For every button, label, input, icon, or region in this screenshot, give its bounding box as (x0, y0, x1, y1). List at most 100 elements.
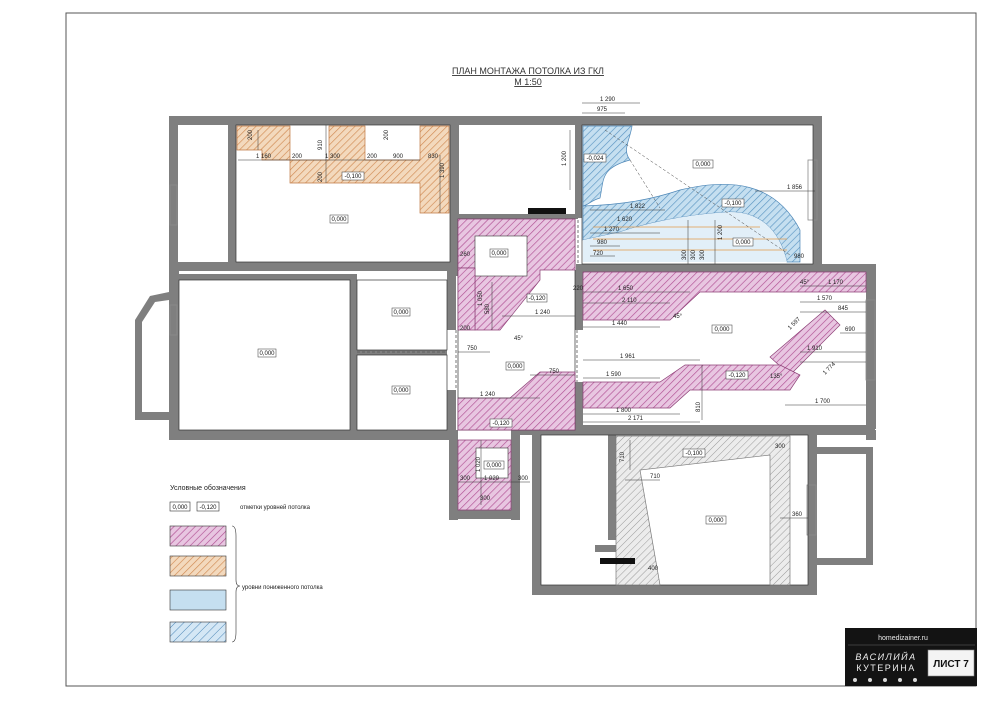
magenta-zone-diagonal-top (582, 271, 867, 321)
dim-1050: 1 050 (478, 290, 484, 306)
dim-1220: 1 200 (562, 150, 568, 166)
dim-1170: 1 170 (828, 280, 844, 286)
dim-380: 300 (775, 444, 786, 450)
level-blue-arc: -0,100 (724, 201, 742, 207)
dim-1020-b: 1 020 (484, 476, 500, 482)
dim-200-a: 200 (248, 129, 254, 140)
construction-lines (604, 129, 791, 256)
dim-1440: 1 440 (612, 321, 628, 327)
dim-975: 975 (597, 107, 608, 113)
dim-200-c: 200 (367, 154, 378, 160)
magenta-zone-entry (457, 371, 576, 431)
dim-1300: 1 300 (325, 154, 341, 160)
legend-level-zero: 0,000 (172, 505, 188, 511)
dimension-lines (238, 102, 866, 519)
level-bedroom-bottom: 0,000 (708, 518, 724, 524)
drawing-title: ПЛАН МОНТАЖА ПОТОЛКА ИЗ ГКЛ (452, 66, 604, 76)
blue-corner-zone (582, 125, 633, 207)
dim-300-c: 300 (700, 249, 706, 260)
dimension-labels: 1 290 975 200 910 1 160 200 1 300 200 90… (248, 97, 856, 572)
title-stamp: homedizainer.ru ВАСИЛИЙА КУТЕРИНА ЛИСТ 7 (845, 628, 977, 686)
dim-980-a: 980 (597, 240, 608, 246)
level-living-big: 0,000 (714, 327, 730, 333)
dim-750-a: 750 (467, 346, 478, 352)
level-kitchen: 0,000 (695, 162, 711, 168)
dim-1240-b: 1 240 (480, 392, 496, 398)
dim-810: 810 (696, 401, 702, 412)
dim-580: 580 (485, 303, 491, 314)
dim-1020-a: 1 020 (476, 456, 482, 472)
dim-1961: 1 961 (620, 354, 636, 360)
dim-360: 360 (792, 512, 803, 518)
legend-level-marks-label: отметки уровней потолка (240, 504, 311, 511)
legend-swatch-magenta (169, 525, 227, 547)
door-blocks (528, 208, 635, 564)
dim-200-d: 200 (384, 129, 390, 140)
plain-inner-box (474, 235, 528, 277)
dim-1700: 1 700 (815, 399, 831, 405)
dim-900: 900 (393, 154, 404, 160)
gray-ceiling-zone (615, 435, 791, 586)
windows (169, 159, 876, 536)
dim-690: 690 (845, 327, 856, 333)
legend-swatch-blue (169, 589, 227, 611)
stamp-website: homedizainer.ru (878, 635, 928, 642)
dim-200-e: 200 (318, 171, 324, 182)
dim-845: 845 (838, 306, 849, 312)
dim-300-b: 300 (691, 249, 697, 260)
dim-260: 260 (460, 252, 471, 258)
level-room-mid-bottom: 0,000 (393, 388, 409, 394)
stamp-ornament (853, 678, 917, 682)
dim-200-b: 200 (292, 154, 303, 160)
blue-flat-zone (583, 212, 787, 262)
walls (135, 116, 876, 595)
level-blue-flat: 0,000 (735, 240, 751, 246)
dim-1240-a: 1 240 (535, 310, 551, 316)
angle-45-a: 45° (514, 336, 524, 342)
orange-ceiling-zone (236, 125, 450, 214)
dim-830: 830 (428, 154, 439, 160)
angle-135: 135° (770, 374, 783, 380)
dim-1570: 1 570 (817, 296, 833, 302)
dim-300-f: 300 (480, 496, 491, 502)
level-marks: 0,000 -0,100 0,000 0,000 0,000 0,000 -0,… (257, 153, 754, 525)
level-gray: -0,100 (685, 451, 703, 457)
dim-300-d: 300 (518, 476, 529, 482)
sheet-frame (65, 12, 977, 687)
orange-guide-lines (593, 226, 787, 251)
dim-1910: 1 910 (807, 346, 823, 352)
dim-1160: 1 160 (256, 154, 272, 160)
legend-lowered-label: уровни пониженного потолка (242, 585, 323, 591)
dim-980-b: 980 (794, 254, 805, 260)
level-bedroom-left: 0,000 (259, 351, 275, 357)
level-entry-magenta: -0,120 (492, 421, 510, 427)
dim-1270: 1 270 (604, 227, 620, 233)
dim-750-b: 750 (549, 369, 560, 375)
legend: Условные обозначения 0,000 -0,120 отметк… (169, 484, 323, 643)
stamp-brand-line2: КУТЕРИНА (856, 663, 916, 673)
dim-1590: 1 590 (606, 372, 622, 378)
dim-300-a: 300 (682, 249, 688, 260)
legend-swatch-blue-hatch (169, 621, 227, 643)
dim-720: 720 (593, 251, 604, 257)
angle-45-b: 45° (673, 314, 683, 320)
level-bathroom: 0,000 (486, 463, 502, 469)
drawing-scale: М 1:50 (514, 77, 542, 87)
dim-1650: 1 650 (618, 286, 634, 292)
level-room-mid-top: 0,000 (393, 310, 409, 316)
dim-710-b: 710 (650, 474, 661, 480)
legend-title: Условные обозначения (170, 484, 246, 492)
dim-1390: 1 390 (440, 162, 446, 178)
legend-level-minus: -0,120 (199, 505, 217, 511)
dim-910: 910 (318, 139, 324, 150)
level-living-top: 0,000 (331, 217, 347, 223)
level-magenta-lower: -0,120 (728, 373, 746, 379)
dim-1620: 1 620 (617, 217, 633, 223)
legend-swatch-orange (169, 555, 227, 577)
stamp-brand-line1: ВАСИЛИЙА (855, 651, 916, 662)
dim-1200: 1 200 (718, 224, 724, 240)
magenta-zone-corridor-bottom (457, 267, 476, 331)
dim-1856: 1 856 (787, 185, 803, 191)
